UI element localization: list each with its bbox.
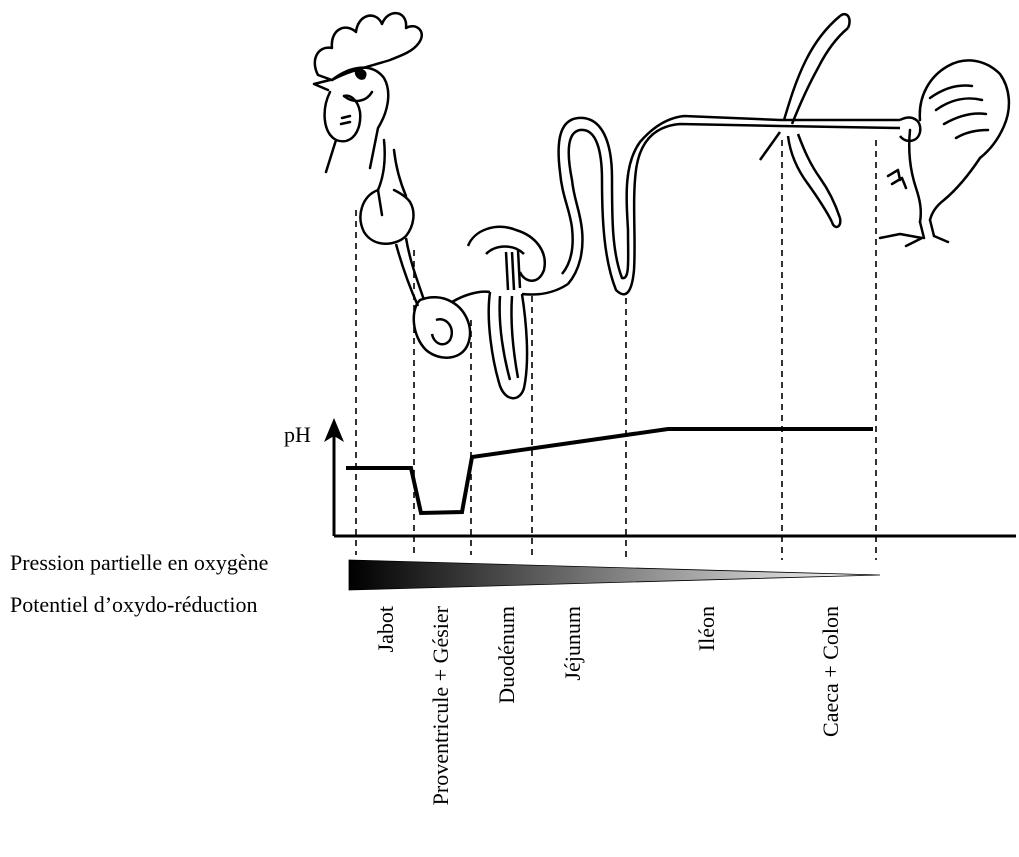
- segment-guides: [356, 140, 876, 560]
- ph-axis-label: pH: [284, 422, 311, 447]
- ph-curve: [346, 429, 873, 513]
- intestine-illustration: [559, 14, 921, 294]
- rooster-tail-illustration: [880, 60, 1009, 246]
- ph-axes: [334, 434, 1016, 536]
- oxygen-label: Pression partielle en oxygène: [10, 550, 268, 575]
- segment-label-jabot: Jabot: [373, 606, 398, 652]
- segment-label-caeca-colon: Caeca + Colon: [818, 606, 843, 737]
- duodenum-illustration: [468, 227, 568, 398]
- segment-label-proventricule-gesier: Proventricule + Gésier: [428, 605, 453, 805]
- oxygen-gradient-wedge: [349, 560, 880, 590]
- segment-label-jejunum: Jéjunum: [560, 606, 585, 681]
- segment-label-ileon: Iléon: [694, 606, 719, 651]
- redox-label: Potentiel d’oxydo-réduction: [10, 592, 257, 617]
- segment-labels: Jabot Proventricule + Gésier Duodénum Jé…: [373, 605, 843, 805]
- gizzard-illustration: [396, 238, 490, 358]
- rooster-head-illustration: [314, 13, 422, 244]
- segment-label-duodenum: Duodénum: [494, 606, 519, 704]
